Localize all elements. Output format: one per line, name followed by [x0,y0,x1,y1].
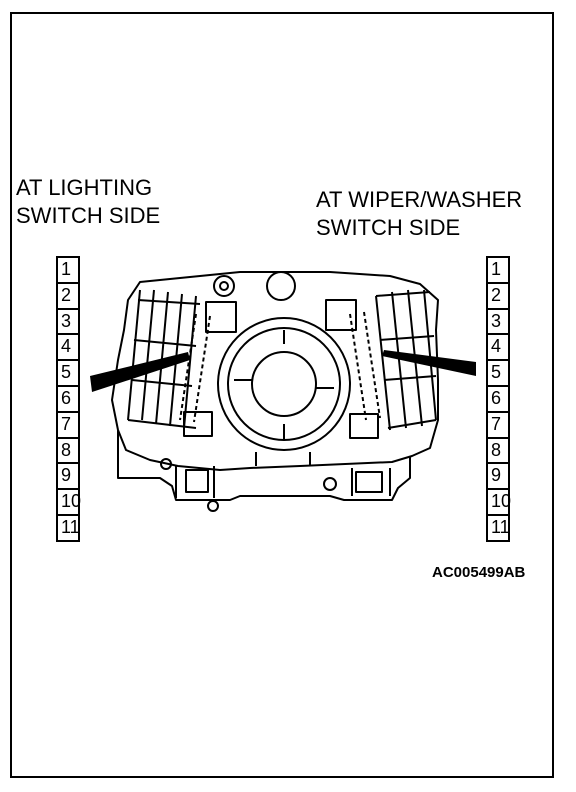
left-pin: 4 [56,335,80,362]
wiper-connector-pins: 1 2 3 4 5 6 7 8 9 10 11 [486,256,511,542]
left-pin: 6 [56,386,80,413]
wiper-terminal-row [349,311,381,421]
left-pin: 5 [56,361,80,387]
lighting-switch-side-label: AT LIGHTING SWITCH SIDE [16,174,160,230]
wiper-washer-switch-side-label: AT WIPER/WASHER SWITCH SIDE [316,186,522,242]
left-pin: 11 [56,515,80,542]
left-pin: 7 [56,412,80,439]
top-boss-center [266,271,296,301]
lighting-connector-pins: 1 2 3 4 5 6 7 8 9 10 11 [56,256,81,542]
lighting-terminal-row [179,313,211,423]
wiper-label-line1: AT WIPER/WASHER [316,187,523,212]
figure-code: AC005499AB [432,564,526,581]
right-pin: 8 [486,438,510,465]
right-pin: 1 [486,258,510,284]
right-pin: 11 [486,515,510,542]
left-pin: 2 [56,283,80,310]
right-pointer-arrow [382,350,476,376]
right-pin: 10 [486,490,511,516]
left-pin: 8 [56,438,80,465]
lighting-label-line2: SWITCH SIDE [16,203,161,228]
right-pin: 4 [486,335,510,362]
left-pin: 9 [56,464,80,491]
figure-frame [10,12,554,778]
top-boss-left [213,275,235,297]
lighting-label-line1: AT LIGHTING [16,175,153,200]
left-pin: 1 [56,258,80,284]
lower-bracket [117,430,411,501]
right-pin: 2 [486,283,510,310]
left-pointer-arrow [90,352,190,392]
right-pin: 7 [486,412,510,439]
clock-spring-outer [217,317,351,451]
right-pin: 3 [486,309,510,336]
right-pin: 6 [486,386,510,413]
left-switch-rails [127,289,197,429]
left-pin: 10 [56,490,81,516]
wiper-label-line2: SWITCH SIDE [316,215,461,240]
right-pin: 5 [486,361,510,387]
left-pin: 3 [56,309,80,336]
clock-spring-inner [251,351,317,417]
right-switch-rails [375,289,437,431]
right-pin: 9 [486,464,510,491]
